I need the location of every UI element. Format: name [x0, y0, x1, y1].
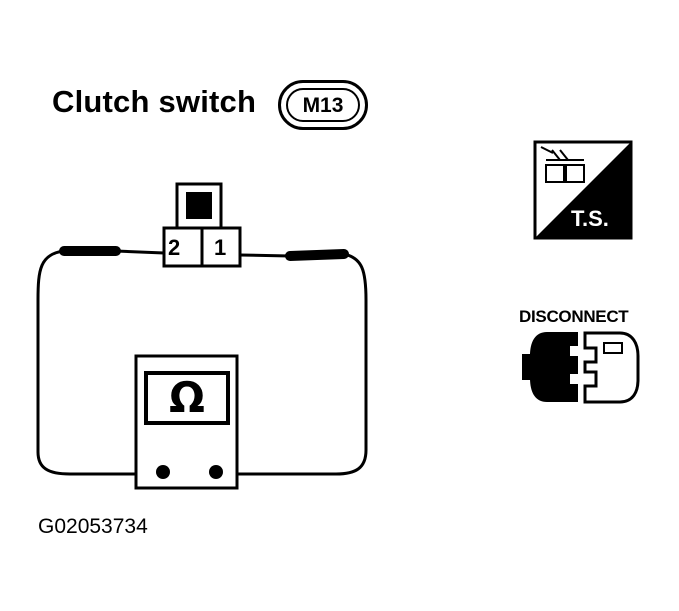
probe-lead-left	[59, 246, 165, 256]
connector-badge: M13	[278, 80, 368, 130]
ts-icon-text: T.S.	[571, 206, 609, 231]
figure-code: G02053734	[38, 515, 148, 538]
wire-left	[36, 249, 160, 476]
meter-terminal-right	[209, 465, 223, 479]
test-system-icon	[533, 140, 633, 240]
disconnect-connector-icon	[522, 331, 640, 404]
connector-id: M13	[286, 88, 360, 122]
ohm-symbol: Ω	[169, 373, 205, 422]
switch-connector	[162, 182, 242, 268]
component-title: Clutch switch	[52, 84, 257, 119]
wire-right	[218, 252, 368, 476]
ohmmeter	[134, 354, 239, 490]
disconnect-label: DISCONNECT	[519, 307, 629, 326]
probe-lead-right	[239, 249, 349, 261]
pin-2-label: 2	[168, 235, 181, 260]
meter-terminal-left	[156, 465, 170, 479]
pin-1-label: 1	[214, 235, 227, 260]
